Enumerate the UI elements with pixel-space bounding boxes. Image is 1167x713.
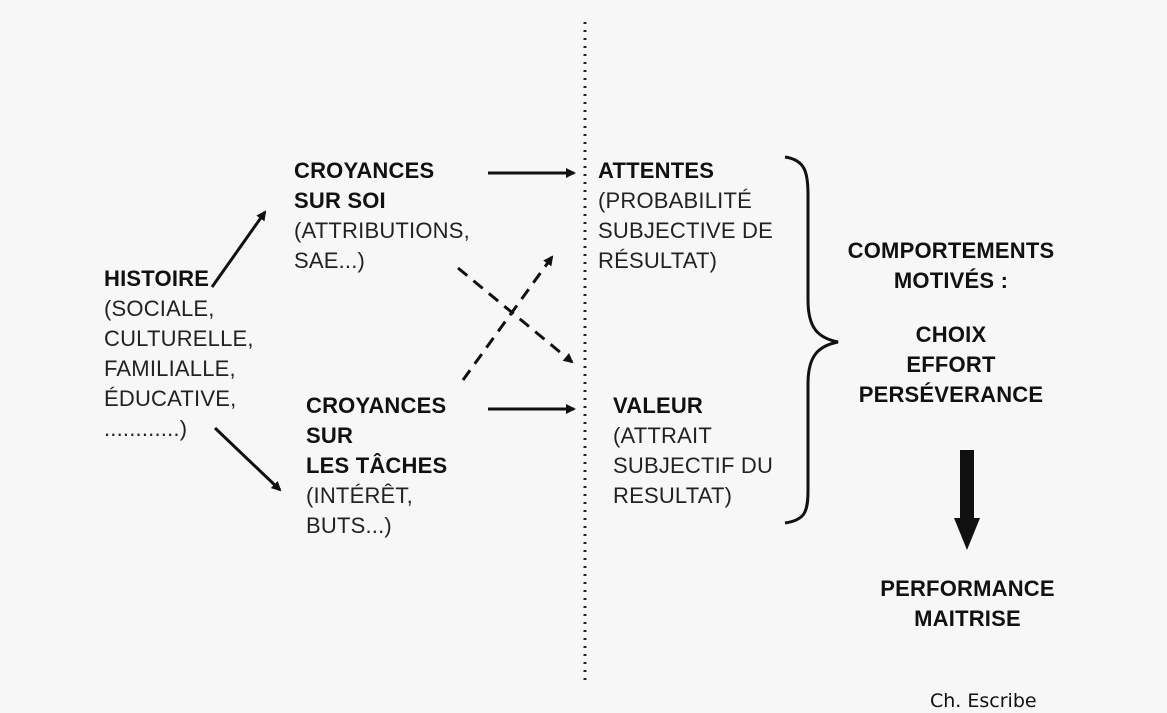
valeur-line: RESULTAT) [613,483,733,508]
dashed-arrow-taches-to-attentes [461,255,554,381]
author-credit: Ch. Escribe [930,690,1037,712]
croyances-soi-block: CROYANCES SUR SOI (ATTRIBUTIONS, SAE...) [294,156,470,276]
croyances-soi-line: (ATTRIBUTIONS, [294,218,470,243]
croyances-taches-title: SUR [306,423,354,448]
comportements-item: EFFORT [906,352,996,377]
histoire-line: ............) [104,416,188,441]
comportements-block: COMPORTEMENTS MOTIVÉS : CHOIX EFFORT PER… [835,236,1067,410]
dashed-arrow-soi-to-valeur [457,266,574,364]
attentes-title: ATTENTES [598,158,715,183]
performance-line: PERFORMANCE [880,576,1055,601]
histoire-line: (SOCIALE, [104,296,215,321]
histoire-line: CULTURELLE, [104,326,254,351]
comportements-item: CHOIX [915,322,987,347]
croyances-soi-title: SUR SOI [294,188,386,213]
comportements-title: MOTIVÉS : [893,268,1009,293]
valeur-block: VALEUR (ATTRAIT SUBJECTIF DU RESULTAT) [613,391,773,511]
attentes-line: (PROBABILITÉ [598,188,752,213]
performance-line: MAITRISE [914,606,1021,631]
valeur-line: (ATTRAIT [613,423,712,448]
comportements-title: COMPORTEMENTS [847,238,1055,263]
curly-brace [784,155,839,525]
attentes-block: ATTENTES (PROBABILITÉ SUBJECTIVE DE RÉSU… [598,156,773,276]
performance-block: PERFORMANCE MAITRISE [855,574,1080,634]
croyances-taches-title: CROYANCES [306,393,447,418]
histoire-block: HISTOIRE (SOCIALE, CULTURELLE, FAMILIALL… [104,264,254,444]
croyances-taches-title: LES TÂCHES [306,453,448,478]
croyances-taches-line: (INTÉRÊT, [306,483,413,508]
valeur-line: SUBJECTIF DU [613,453,774,478]
histoire-line: ÉDUCATIVE, [104,386,237,411]
croyances-soi-title: CROYANCES [294,158,435,183]
croyances-taches-line: BUTS...) [306,513,392,538]
croyances-taches-block: CROYANCES SUR LES TÂCHES (INTÉRÊT, BUTS.… [306,391,447,541]
arrow-histoire-to-croyances-taches [213,426,282,492]
histoire-title: HISTOIRE [104,266,210,291]
arrow-histoire-to-croyances-soi [210,210,267,288]
histoire-line: FAMILIALLE, [104,356,236,381]
croyances-soi-line: SAE...) [294,248,366,273]
attentes-line: SUBJECTIVE DE [598,218,773,243]
thick-down-arrow [954,450,980,550]
comportements-item: PERSÉVERANCE [858,382,1044,407]
attentes-line: RÉSULTAT) [598,248,718,273]
valeur-title: VALEUR [613,393,704,418]
